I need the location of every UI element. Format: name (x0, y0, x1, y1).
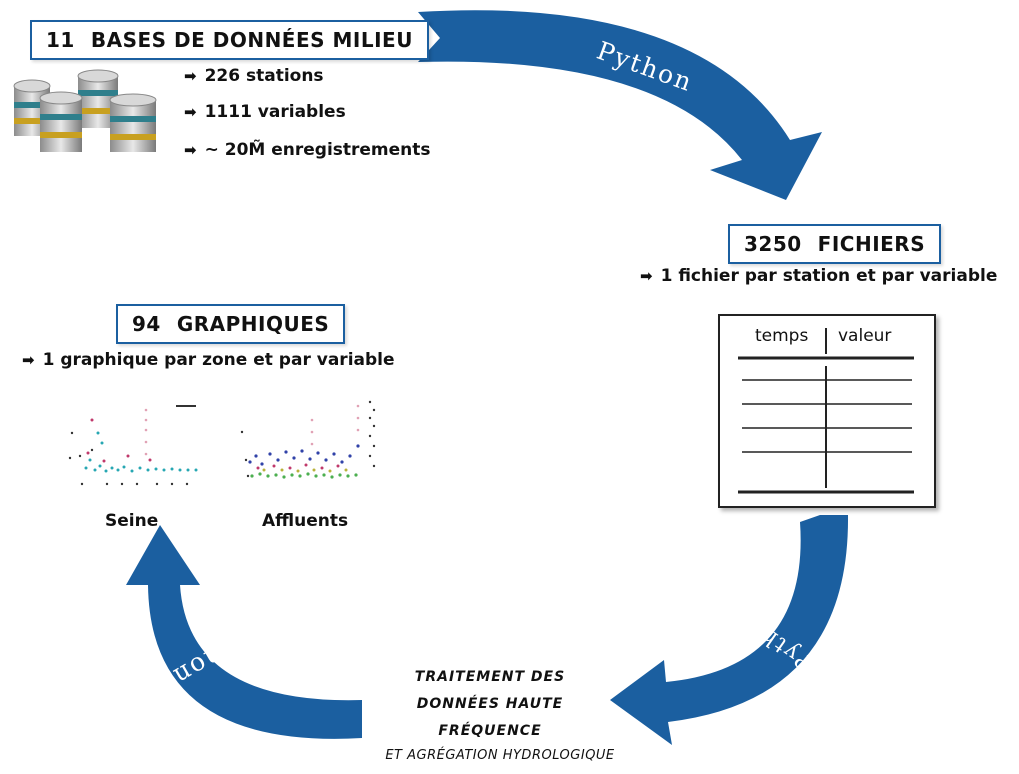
graphs-box: 94 GRAPHIQUES (116, 304, 346, 344)
arrow-bullet-icon: ➡ (640, 267, 653, 285)
bullet-variables: ➡1111 variables (184, 102, 346, 122)
graphs-count: 94 (132, 312, 161, 336)
arrow-bullet-icon: ➡ (184, 141, 197, 159)
databases-label: BASES DE DONNÉES MILIEU (90, 28, 413, 52)
arrow-bullet-icon: ➡ (22, 351, 35, 369)
arrow-bottom-left (126, 525, 362, 739)
databases-count: 11 (46, 28, 75, 52)
graphs-label: GRAPHIQUES (176, 312, 330, 336)
processing-caption: TRAITEMENT DES DONNÉES HAUTE FRÉQUENCE (370, 664, 610, 745)
caption-line-1: TRAITEMENT DES (414, 669, 566, 685)
database-icon (13, 69, 157, 152)
files-box: 3250 FICHIERS (728, 224, 942, 264)
arrow-bullet-icon: ➡ (184, 67, 197, 85)
databases-box: 11 BASES DE DONNÉES MILIEU (30, 20, 429, 60)
files-count: 3250 (744, 232, 802, 256)
bullet-graphs: ➡1 graphique par zone et par variable (22, 350, 395, 370)
seine-label: Seine (105, 511, 159, 531)
table-col-value: valeur (838, 326, 892, 346)
arrow-bottom-right (610, 515, 849, 745)
caption-line-2: DONNÉES HAUTE (416, 696, 564, 712)
bullet-files: ➡1 fichier par station et par variable (640, 266, 998, 286)
bullet-records: ➡~ 20M̃ enregistrements (184, 140, 431, 160)
arrow-bullet-icon: ➡ (184, 103, 197, 121)
arrow-top (418, 10, 822, 200)
affluents-label: Affluents (262, 511, 349, 531)
files-label: FICHIERS (817, 232, 926, 256)
affluents-graph-thumbnail (240, 400, 376, 479)
caption-line-4: ET AGRÉGATION HYDROLOGIQUE (385, 748, 615, 763)
caption-line-3: FRÉQUENCE (438, 723, 542, 739)
seine-graph-thumbnail (68, 405, 198, 486)
table-col-time: temps (755, 326, 809, 346)
table-lines (738, 328, 914, 494)
bullet-stations: ➡226 stations (184, 66, 324, 86)
